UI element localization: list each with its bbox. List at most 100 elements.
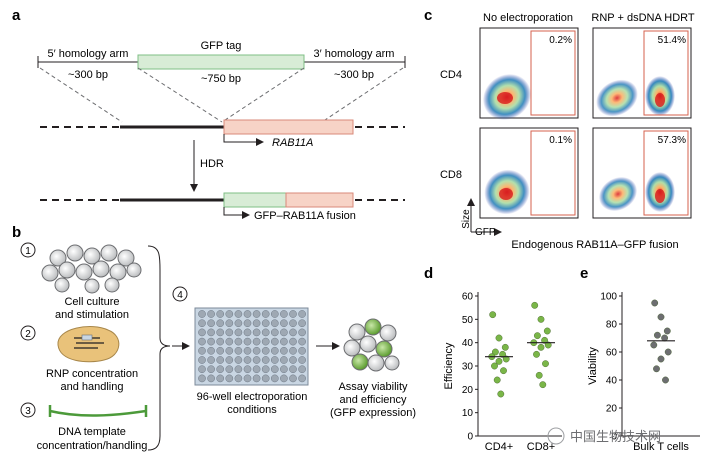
plate-well xyxy=(280,356,288,364)
y-tick-label: 10 xyxy=(462,408,474,419)
plate-well xyxy=(207,319,215,328)
step1-number: 1 xyxy=(25,246,31,257)
fusion-label: GFP–RAB11A fusion xyxy=(254,210,356,222)
y-tick-label: 20 xyxy=(606,404,618,415)
plate-well xyxy=(225,346,234,355)
plate-well xyxy=(207,328,215,337)
plate-well xyxy=(207,337,215,346)
panel-label-a: a xyxy=(12,7,21,24)
gfp-axis-label: GFP xyxy=(475,227,496,238)
plate-well xyxy=(216,310,225,318)
plate-well xyxy=(298,328,306,337)
data-point xyxy=(654,331,661,339)
plate-well xyxy=(289,328,297,337)
plate-well xyxy=(207,356,215,364)
panel-b: b 1 Cell culture and stimulation 2 xyxy=(12,224,416,452)
plate-well xyxy=(216,365,225,374)
plate-well xyxy=(261,337,270,346)
step1-line2: and stimulation xyxy=(55,309,129,321)
data-point xyxy=(543,327,551,335)
data-point xyxy=(491,348,499,356)
row-label-cd8: CD8 xyxy=(440,169,462,181)
step3-badge xyxy=(20,402,36,418)
y-tick-label: 60 xyxy=(606,348,618,359)
plate-well xyxy=(243,365,252,374)
plate-well xyxy=(243,346,252,355)
assay-line3: (GFP expression) xyxy=(330,407,416,419)
data-point xyxy=(663,327,671,335)
plate-well xyxy=(234,374,243,383)
plate-well xyxy=(225,319,234,328)
data-point xyxy=(495,357,503,365)
plate-well xyxy=(252,337,261,346)
right-arm-label: 3′ homology arm xyxy=(314,48,395,60)
plate-well xyxy=(216,374,225,383)
y-tick-label: 30 xyxy=(462,362,474,373)
assay-line1: Assay viability xyxy=(338,381,408,393)
plate-well xyxy=(207,346,215,355)
plate-well xyxy=(252,365,261,374)
data-point xyxy=(535,371,543,379)
bracket xyxy=(147,245,171,451)
plate-well xyxy=(216,328,225,337)
plate-well xyxy=(216,337,225,346)
plate-well xyxy=(289,319,297,328)
plate-well xyxy=(280,310,288,318)
plate-well xyxy=(298,346,306,355)
plate-wells xyxy=(198,310,306,383)
row-label-cd4: CD4 xyxy=(440,69,462,81)
plate-well xyxy=(243,356,252,364)
efficiency-axis-label: Efficiency xyxy=(443,342,455,389)
x-category-label: Bulk T cells xyxy=(633,441,689,453)
plate-well xyxy=(289,346,297,355)
data-point xyxy=(502,355,510,363)
plate-well xyxy=(243,374,252,383)
plate-well xyxy=(261,374,270,383)
plate-well xyxy=(207,310,215,318)
plate-well xyxy=(298,337,306,346)
assay-cells xyxy=(343,318,400,372)
plate-well xyxy=(252,356,261,364)
plate-well xyxy=(261,328,270,337)
plate-well xyxy=(198,328,206,337)
flow-plot-cd8-rnp: 57.3% xyxy=(592,127,692,219)
step3-line1: DNA template xyxy=(58,426,126,438)
plate-well xyxy=(261,365,270,374)
y-tick-label: 0 xyxy=(611,432,617,443)
data-point xyxy=(664,348,672,356)
step2-line2: and handling xyxy=(60,381,123,393)
promoter-arrow xyxy=(223,134,264,146)
data-point xyxy=(657,355,665,363)
step2-number: 2 xyxy=(25,329,31,340)
plate-well xyxy=(298,365,306,374)
plate-well xyxy=(198,356,206,364)
plate-well xyxy=(298,319,306,328)
step3-line2: concentration/handling xyxy=(37,440,148,452)
y-tick-label: 0 xyxy=(467,432,473,443)
plate-well xyxy=(198,346,206,355)
data-point xyxy=(537,315,545,323)
data-point xyxy=(501,343,509,351)
watermark-logo-icon xyxy=(547,427,565,445)
data-point xyxy=(662,376,669,384)
flow-plot-cd4-rnp: 51.4% xyxy=(592,27,692,119)
plate-well xyxy=(234,365,243,374)
step2-badge xyxy=(20,325,36,341)
data-point xyxy=(499,350,506,358)
plate-well xyxy=(289,337,297,346)
right-arm-size: ~300 bp xyxy=(334,69,374,81)
plate-well xyxy=(280,328,288,337)
plate-well xyxy=(298,374,306,383)
plate-well xyxy=(234,356,243,364)
plate-well xyxy=(243,310,252,318)
watermark: 中国生物技术网 xyxy=(547,427,661,445)
data-point xyxy=(500,367,507,375)
plate-well xyxy=(243,328,252,337)
plate-well xyxy=(207,374,215,383)
panel-label-c: c xyxy=(424,7,432,24)
plate-well xyxy=(270,328,279,337)
